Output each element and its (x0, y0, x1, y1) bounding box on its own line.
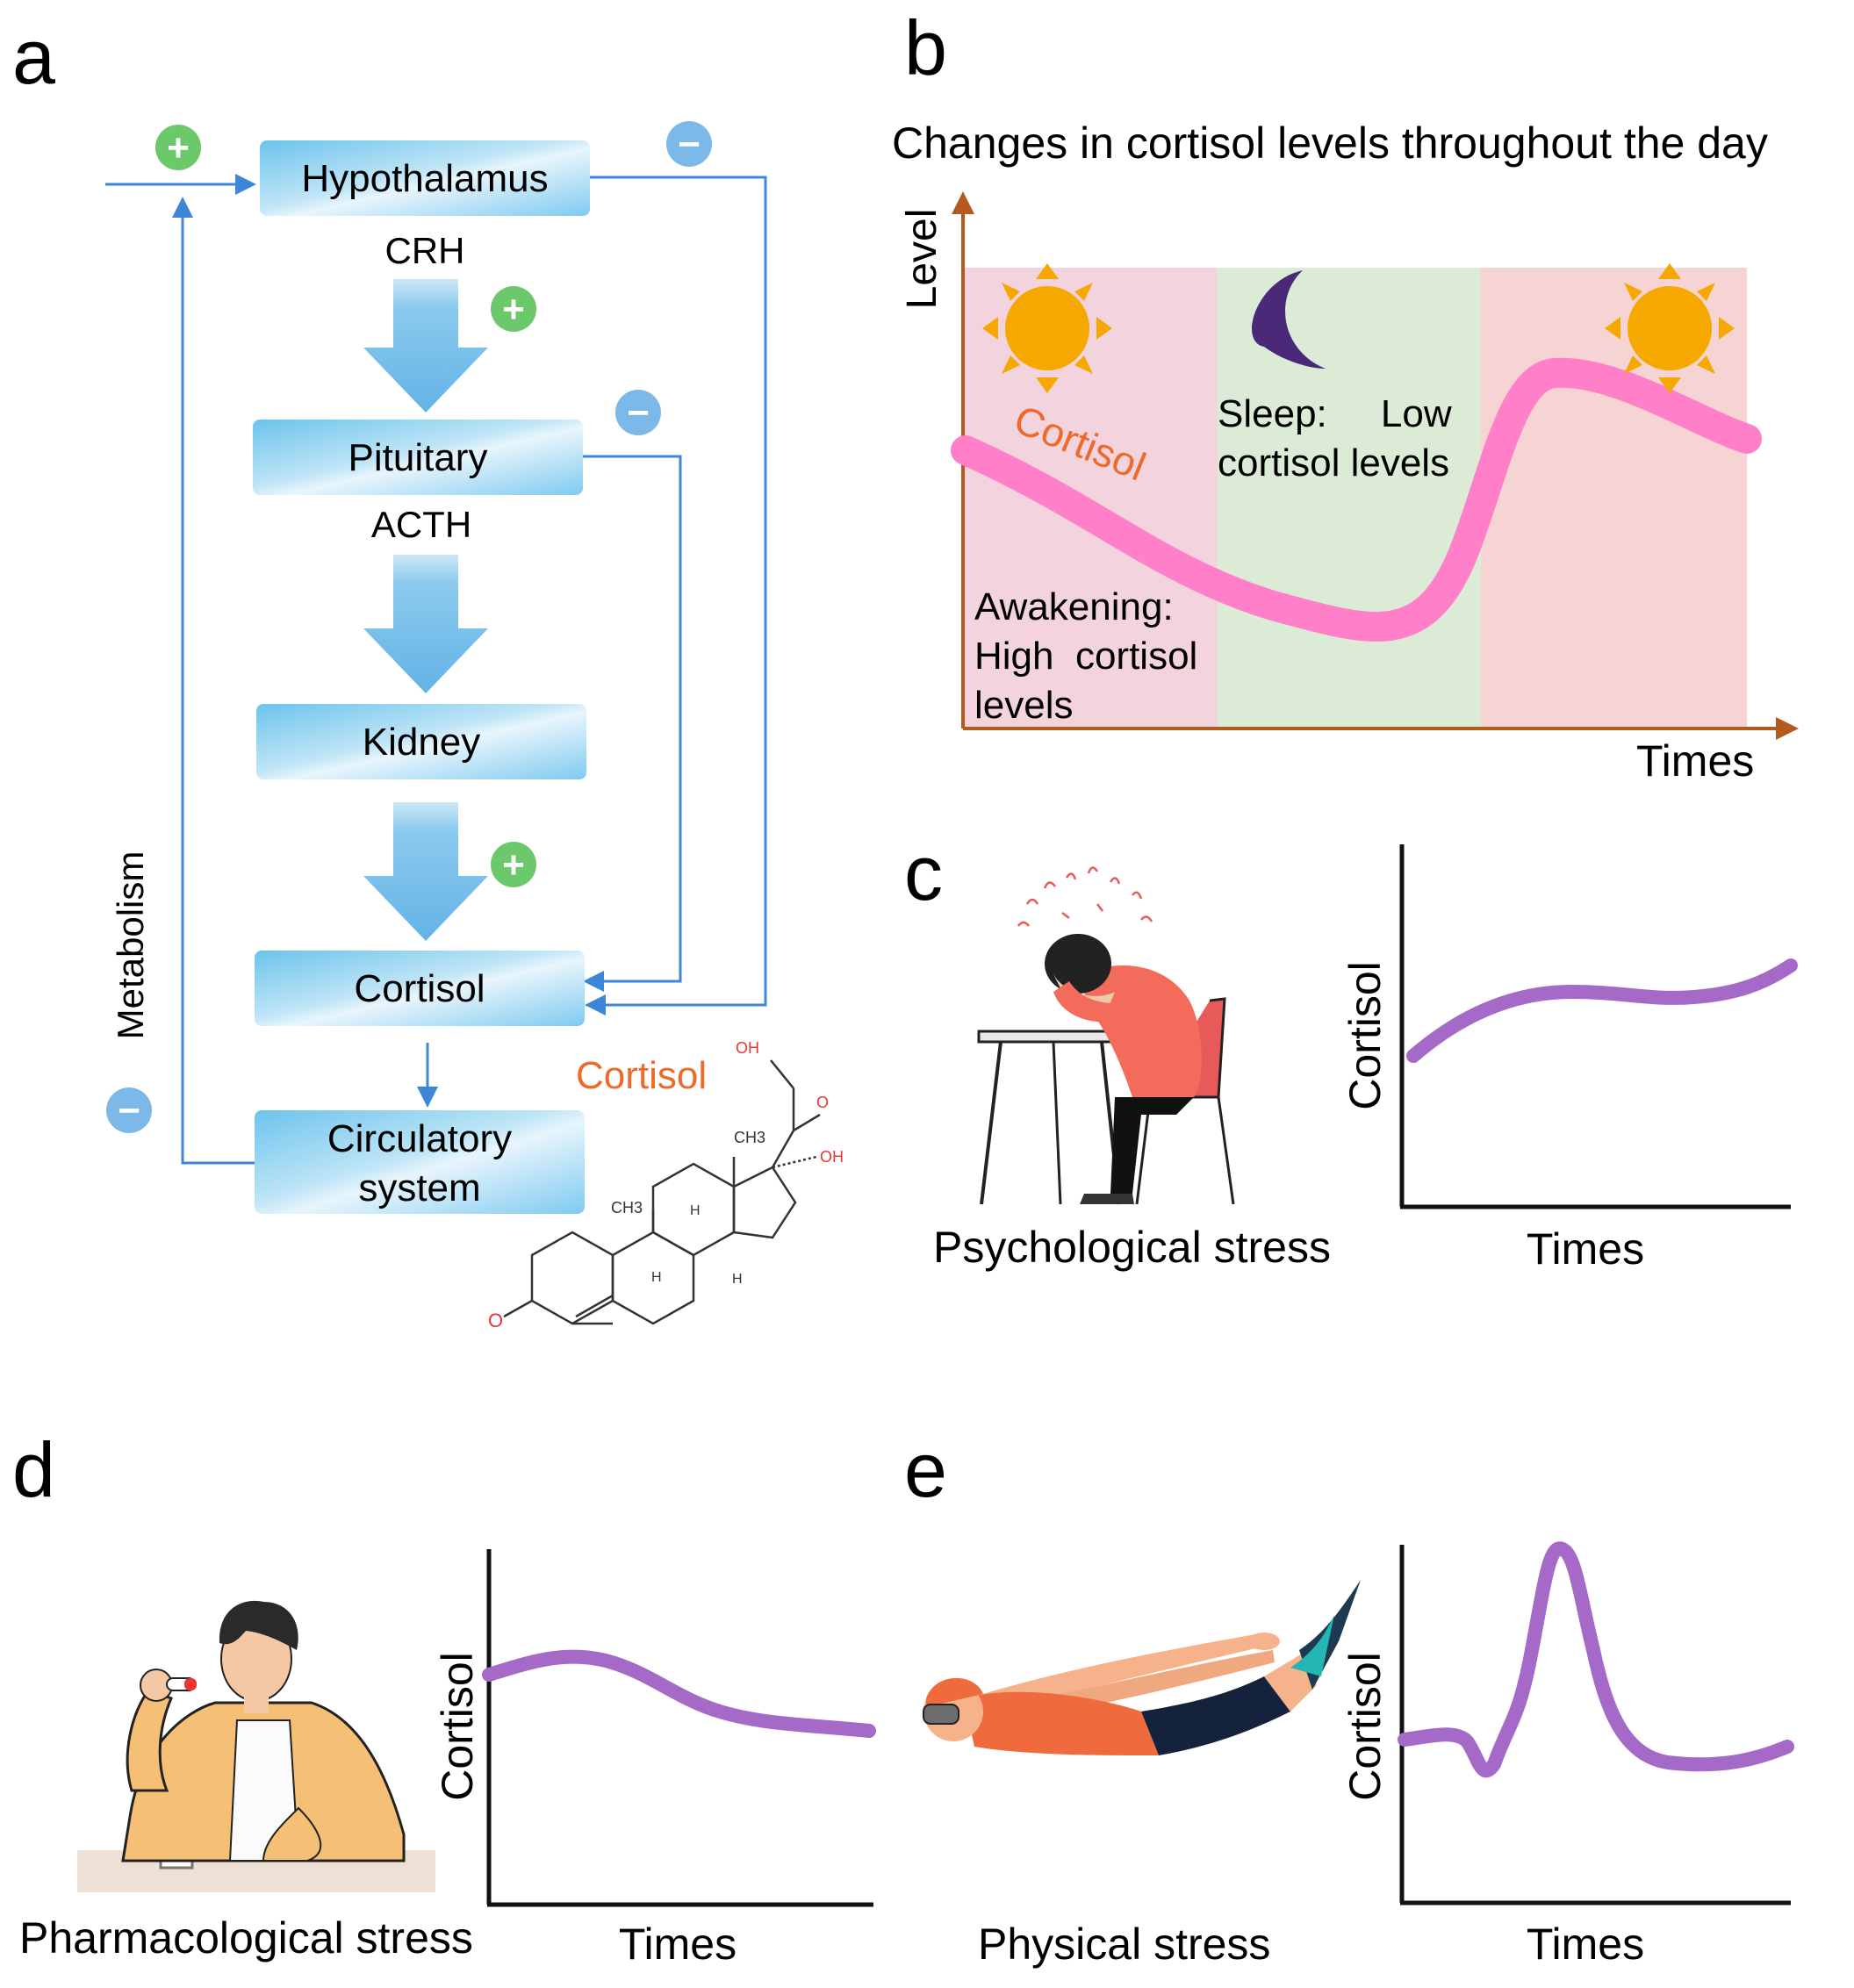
svg-text:+: + (167, 126, 190, 169)
metabolism-label: Metabolism (110, 851, 151, 1040)
svg-text:CH3: CH3 (611, 1199, 643, 1216)
cortisol-daily-curve (951, 357, 1762, 642)
panel-d-caption: Pharmacological stress (19, 1913, 473, 1963)
kidney-flow-arrow (363, 802, 488, 941)
metabolism-line (172, 197, 255, 1165)
molecule-name: Cortisol (576, 1054, 707, 1097)
cortisol-box-label: Cortisol (354, 967, 485, 1010)
cortisol-curve-pharmacological (482, 1649, 876, 1738)
acth-flow-arrow (363, 555, 488, 693)
awakening-line3: levels (974, 684, 1074, 727)
svg-text:CH3: CH3 (734, 1129, 765, 1146)
c-y-label: Cortisol (1340, 961, 1390, 1109)
panel-letter-c: c (904, 829, 943, 916)
d-y-label: Cortisol (433, 1652, 482, 1800)
panel-b: Changes in cortisol levels throughout th… (892, 118, 1799, 786)
cortisol-box: Cortisol (255, 951, 585, 1026)
sun-icon (1605, 263, 1735, 393)
acth-label: ACTH (371, 504, 471, 545)
svg-text:H: H (690, 1203, 701, 1218)
pituitary-label: Pituitary (349, 436, 488, 479)
svg-text:−: − (118, 1089, 140, 1132)
circulatory-label-line1: Circulatory (327, 1117, 512, 1160)
panel-letter-e: e (904, 1426, 947, 1513)
hypothalamus-box: Hypothalamus (260, 140, 590, 216)
minus-icon: − (106, 1087, 152, 1133)
svg-text:+: + (502, 843, 525, 886)
crh-label: CRH (385, 230, 465, 271)
physical-stress-illustration (923, 1580, 1361, 1755)
svg-text:OH: OH (820, 1148, 844, 1166)
cortisol-molecule: Cortisol O O (488, 1039, 844, 1331)
c-x-label: Times (1527, 1224, 1644, 1274)
svg-text:−: − (678, 123, 701, 166)
plus-icon: + (491, 286, 536, 332)
minus-icon: − (666, 121, 712, 167)
panel-a: Hypothalamus Pituitary Kidney Cortisol C… (105, 121, 844, 1331)
sleep-line2: cortisol levels (1218, 441, 1449, 484)
panel-letter-b: b (904, 4, 947, 91)
panel-b-title: Changes in cortisol levels throughout th… (892, 118, 1768, 168)
band-awakening (963, 268, 1218, 728)
pituitary-box: Pituitary (253, 420, 583, 495)
pharmacological-stress-illustration (77, 1600, 435, 1892)
panel-letter-d: d (12, 1426, 55, 1513)
pituitary-feedback-line (582, 455, 682, 992)
panel-letter-a: a (12, 13, 55, 100)
hypothalamus-feedback-line (585, 176, 767, 1016)
crh-flow-arrow (363, 279, 488, 413)
plus-icon: + (155, 125, 201, 170)
kidney-box: Kidney (256, 704, 586, 779)
circulatory-label-line2: system (358, 1166, 480, 1209)
awakening-line2: High cortisol (974, 635, 1197, 678)
kidney-label: Kidney (363, 721, 481, 764)
panel-c-caption: Psychological stress (933, 1223, 1331, 1272)
svg-text:H: H (651, 1270, 662, 1285)
svg-text:O: O (816, 1094, 829, 1111)
svg-text:−: − (627, 391, 650, 434)
svg-text:OH: OH (736, 1039, 759, 1057)
sleep-line1: Sleep: Low (1218, 392, 1452, 435)
cortisol-curve-physical (1398, 1541, 1794, 1778)
hypothalamus-label: Hypothalamus (301, 157, 548, 200)
d-x-label: Times (619, 1920, 737, 1969)
e-x-label: Times (1527, 1920, 1644, 1969)
b-x-label: Times (1636, 736, 1754, 786)
panel-d: Pharmacological stress Cortisol Times (19, 1549, 876, 1969)
svg-text:+: + (502, 288, 525, 331)
circulatory-system-box: Circulatory system (255, 1110, 585, 1214)
plus-icon: + (491, 842, 536, 887)
minus-icon: − (615, 390, 661, 435)
awakening-line1: Awakening: (974, 585, 1174, 628)
svg-text:O: O (488, 1310, 503, 1331)
panel-e: Physical stress Cortisol Times (923, 1541, 1794, 1969)
sun-icon (982, 263, 1112, 393)
svg-text:H: H (732, 1272, 743, 1287)
moon-icon (1252, 270, 1326, 369)
b-y-label: Level (899, 209, 945, 310)
panel-c: Psychological stress Cortisol Times (933, 844, 1798, 1274)
psychological-stress-illustration (977, 866, 1235, 1205)
e-y-label: Cortisol (1340, 1652, 1390, 1800)
cortisol-curve-psychological (1406, 958, 1798, 1063)
panel-e-caption: Physical stress (978, 1920, 1270, 1969)
